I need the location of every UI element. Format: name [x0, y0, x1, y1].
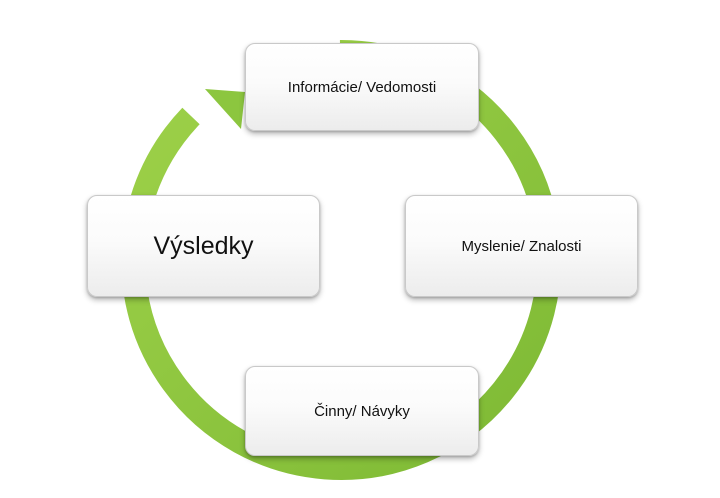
node-label: Myslenie/ Znalosti — [461, 237, 582, 255]
node-label: Činny/ Návyky — [314, 402, 410, 420]
node-cinny-navyky: Činny/ Návyky — [245, 366, 479, 456]
node-label: Výsledky — [153, 231, 254, 260]
cycle-arrowhead — [205, 89, 245, 129]
node-label: Informácie/ Vedomosti — [287, 78, 437, 96]
node-vysledky: Výsledky — [87, 195, 320, 297]
node-informacie-vedomosti: Informácie/ Vedomosti — [245, 43, 479, 131]
node-myslenie-znalosti: Myslenie/ Znalosti — [405, 195, 638, 297]
